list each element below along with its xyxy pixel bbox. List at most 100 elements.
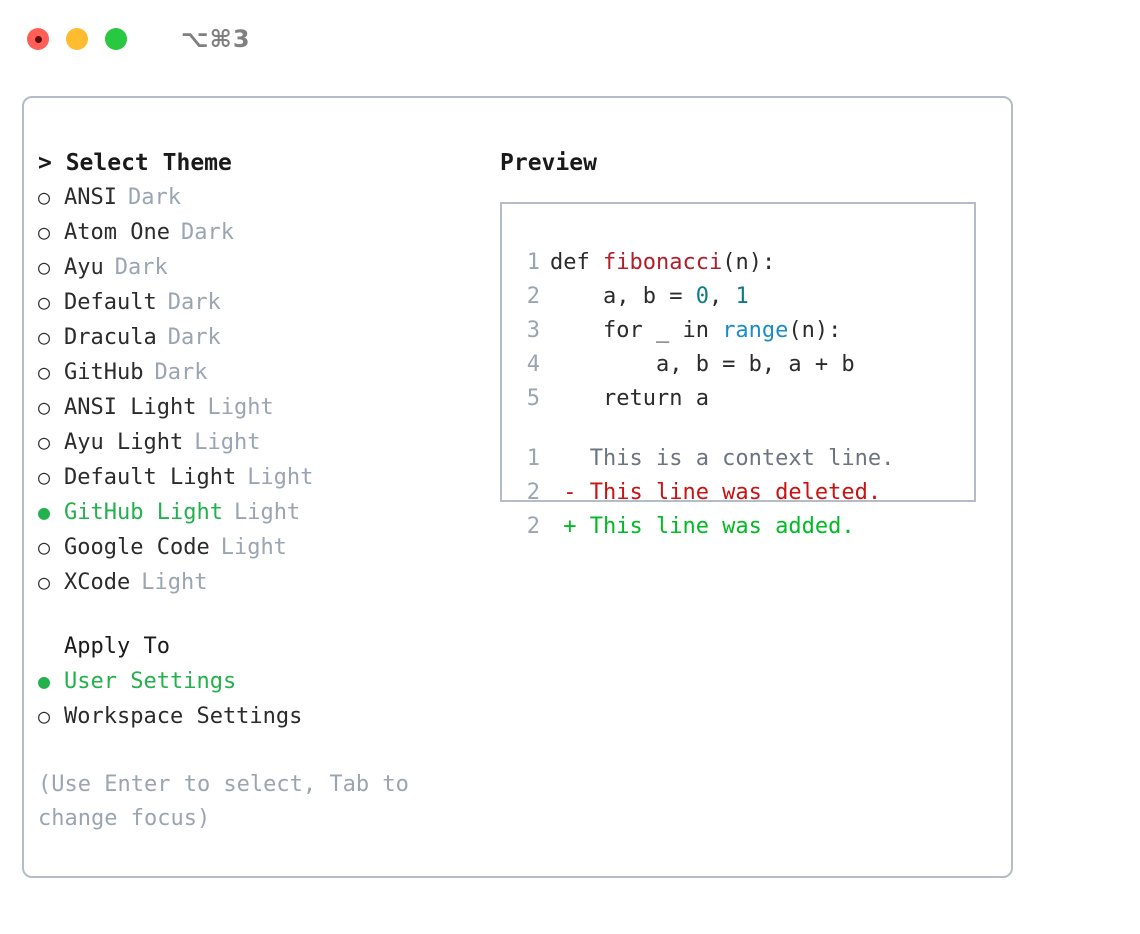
code-line: 2 a, b = 0, 1 [514,280,974,314]
diff-line-text: - This line was deleted. [550,480,882,505]
code-token: range [722,318,789,343]
radio-selected-icon: ● [38,500,51,524]
code-token: (n): [722,250,776,275]
diff-line-deleted: 2 - This line was deleted. [514,476,974,510]
diff-line-number: 1 [526,446,540,471]
theme-option-default[interactable]: ○ Default Dark [38,285,498,320]
apply-to-option-workspace-settings[interactable]: ○ Workspace Settings [38,699,498,734]
theme-option-kind: Light [247,465,314,490]
code-line: 3 for _ in range(n): [514,314,974,348]
theme-option-label: Dracula [64,325,157,350]
theme-option-label: ANSI [64,185,117,210]
theme-option-label: Default Light [64,465,237,490]
radio-unselected-icon: ○ [38,430,51,454]
theme-option-label: Atom One [64,220,170,245]
apply-to-section: Apply To ● User Settings ○ Workspace Settin… [38,630,498,734]
theme-option-kind: Dark [154,360,208,385]
radio-unselected-icon: ○ [38,360,51,384]
radio-unselected-icon: ○ [38,535,51,559]
theme-option-dracula[interactable]: ○ Dracula Dark [38,320,498,355]
theme-option-kind: Light [207,395,274,420]
diff-sample: 1 This is a context line. 2 - This line w… [514,442,974,544]
apply-to-option-label: User Settings [64,669,237,694]
code-line-number: 3 [526,318,540,343]
theme-option-label: Ayu [64,255,104,280]
theme-option-label: Ayu Light [64,430,184,455]
theme-option-ansi-light[interactable]: ○ ANSI Light Light [38,390,498,425]
code-token: fibonacci [602,250,723,275]
theme-option-ayu[interactable]: ○ Ayu Dark [38,250,498,285]
minimize-window-button[interactable] [66,28,88,50]
code-token: 0 [695,284,709,309]
theme-option-atom-one[interactable]: ○ Atom One Dark [38,215,498,250]
code-line: 5 return a [514,382,974,416]
theme-option-kind: Light [141,570,208,595]
diff-line-number: 2 [526,514,540,539]
radio-unselected-icon: ○ [38,465,51,489]
radio-unselected-icon: ○ [38,325,51,349]
diff-line-text: + This line was added. [550,514,855,539]
theme-option-kind: Dark [114,255,168,280]
diff-line-number: 2 [526,480,540,505]
radio-unselected-icon: ○ [38,220,51,244]
code-line-number: 5 [526,386,540,411]
radio-unselected-icon: ○ [38,290,51,314]
theme-option-label: ANSI Light [64,395,197,420]
theme-option-label: XCode [64,570,131,595]
code-line-number: 2 [526,284,540,309]
theme-option-google-code[interactable]: ○ Google Code Light [38,530,498,565]
theme-option-ayu-light[interactable]: ○ Ayu Light Light [38,425,498,460]
diff-line-added: 2 + This line was added. [514,510,974,544]
theme-option-kind: Dark [167,290,221,315]
theme-option-label: GitHub [64,360,144,385]
code-token: a, b = b, a + b [550,352,855,377]
radio-unselected-icon: ○ [38,255,51,279]
radio-unselected-icon: ○ [38,185,51,209]
code-token: for _ in [550,318,723,343]
code-token: (n): [788,318,842,343]
code-token: return a [550,386,709,411]
radio-unselected-icon: ○ [38,570,51,594]
apply-to-heading: Apply To [64,634,170,659]
theme-option-label: Google Code [64,535,210,560]
code-line: 4 a, b = b, a + b [514,348,974,382]
code-line: 1 def fibonacci(n): [514,246,974,280]
theme-option-kind: Dark [167,325,221,350]
window-controls [27,28,127,50]
close-window-button[interactable] [27,28,49,50]
code-token: def [550,250,603,275]
theme-option-label: GitHub Light [64,500,223,525]
code-line-number: 1 [526,250,540,275]
preview-heading: Preview [500,150,597,176]
radio-unselected-icon: ○ [38,395,51,419]
apply-to-option-user-settings[interactable]: ● User Settings [38,664,498,699]
radio-selected-icon: ● [38,669,51,693]
theme-option-kind: Dark [180,220,234,245]
keyboard-shortcut-label: ⌥⌘3 [181,25,251,53]
code-token: a, b = [550,284,696,309]
select-theme-heading: > Select Theme [38,150,232,176]
code-line-number: 4 [526,352,540,377]
theme-option-default-light[interactable]: ○ Default Light Light [38,460,498,495]
apply-to-list[interactable]: ● User Settings ○ Workspace Settings [38,664,498,734]
radio-unselected-icon: ○ [38,704,51,728]
code-token: , [708,284,736,309]
diff-line-text: This is a context line. [550,446,895,471]
keyboard-hint-text: (Use Enter to select, Tab to change focu… [38,772,409,831]
theme-option-kind: Light [194,430,261,455]
theme-option-kind: Light [220,535,287,560]
theme-option-label: Default [64,290,157,315]
theme-option-xcode[interactable]: ○ XCode Light [38,565,498,600]
theme-option-github[interactable]: ○ GitHub Dark [38,355,498,390]
maximize-window-button[interactable] [105,28,127,50]
apply-to-option-label: Workspace Settings [64,704,303,729]
